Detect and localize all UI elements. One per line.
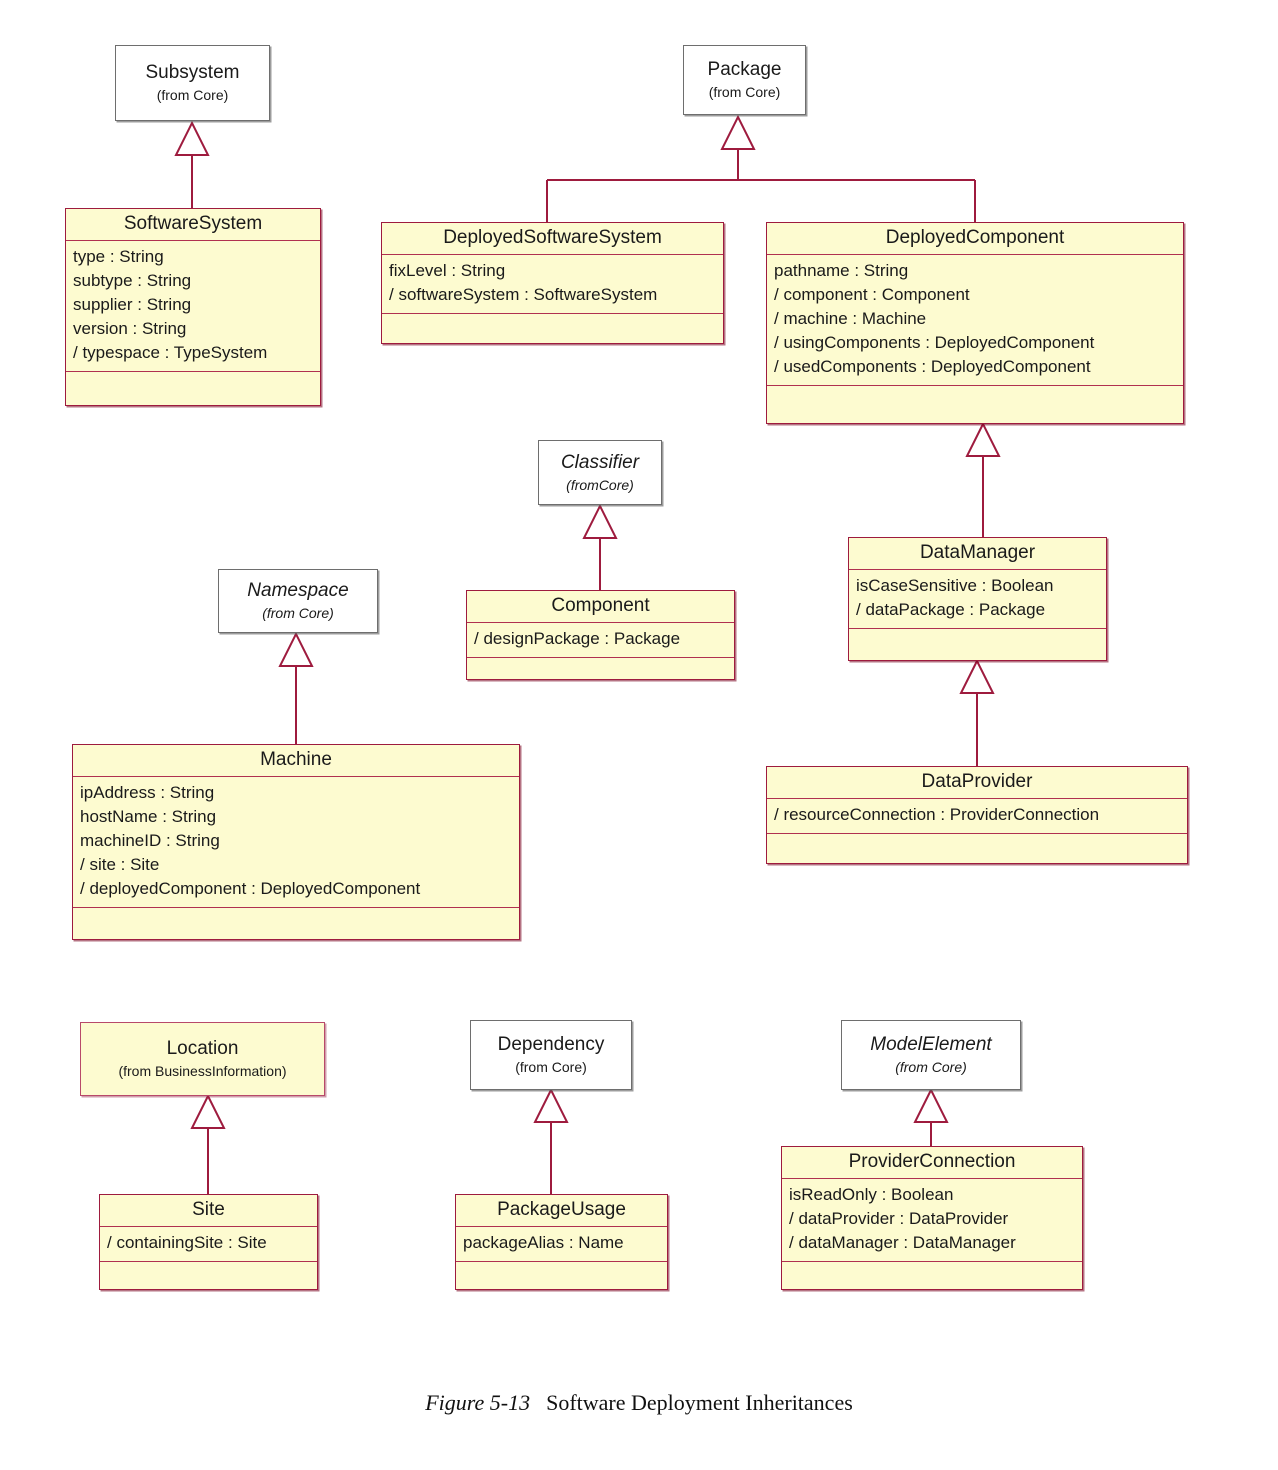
edge-providerconnection-to-modelelement <box>913 1087 949 1146</box>
class-name-deployedcomponent: DeployedComponent <box>767 223 1183 255</box>
attribute: / softwareSystem : SoftwareSystem <box>389 284 658 304</box>
class-operations-providerconnection <box>782 1262 1082 1284</box>
class-name-providerconnection: ProviderConnection <box>782 1147 1082 1179</box>
edge-component-to-classifier <box>582 503 618 590</box>
figure-title: Software Deployment Inheritances <box>546 1390 853 1415</box>
attribute: / dataProvider : DataProvider <box>789 1208 1009 1228</box>
attribute: machineID : String <box>80 831 220 851</box>
class-name-component: Component <box>467 591 734 623</box>
edge-datamanager-to-deployedcomponent <box>965 421 1001 537</box>
attribute: fixLevel : String <box>389 260 506 280</box>
attribute: packageAlias : Name <box>463 1232 624 1252</box>
attribute: / dataPackage : Package <box>856 599 1046 619</box>
class-attributes-dataprovider: / resourceConnection : ProviderConnectio… <box>767 799 1187 834</box>
attribute: isReadOnly : Boolean <box>789 1184 954 1204</box>
class-operations-deployedsoftwaresystem <box>382 314 723 336</box>
class-name-datamanager: DataManager <box>849 538 1106 570</box>
class-box-deployedcomponent[interactable]: DeployedComponent pathname : String / co… <box>766 222 1184 424</box>
attribute: hostName : String <box>80 806 217 826</box>
attribute: / resourceConnection : ProviderConnectio… <box>774 804 1100 824</box>
attribute: / machine : Machine <box>774 309 927 329</box>
class-attributes-component: / designPackage : Package <box>467 623 734 658</box>
attribute: / designPackage : Package <box>474 628 681 648</box>
class-name-packageusage: PackageUsage <box>456 1195 667 1227</box>
class-attributes-providerconnection: isReadOnly : Boolean / dataProvider : Da… <box>782 1179 1082 1263</box>
class-box-machine[interactable]: Machine ipAddress : String hostName : St… <box>72 744 520 940</box>
class-name-softwaresystem: SoftwareSystem <box>66 209 320 241</box>
class-box-subsystem[interactable]: Subsystem (from Core) <box>115 45 270 121</box>
class-name-site: Site <box>100 1195 317 1227</box>
class-stereotype-location: (from BusinessInformation) <box>118 1063 287 1079</box>
class-operations-dataprovider <box>767 834 1187 856</box>
class-operations-deployedcomponent <box>767 386 1183 408</box>
class-name-dataprovider: DataProvider <box>767 767 1187 799</box>
class-name-subsystem: Subsystem <box>145 62 240 84</box>
class-stereotype-classifier: (fromCore) <box>566 476 634 493</box>
class-operations-packageusage <box>456 1262 667 1284</box>
class-stereotype-dependency: (from Core) <box>515 1059 587 1075</box>
class-stereotype-subsystem: (from Core) <box>156 87 229 103</box>
class-box-modelelement[interactable]: ModelElement (from Core) <box>841 1020 1021 1090</box>
attribute: / component : Component <box>774 284 970 304</box>
class-name-package: Package <box>707 59 782 81</box>
attribute: pathname : String <box>774 260 909 280</box>
class-box-dataprovider[interactable]: DataProvider / resourceConnection : Prov… <box>766 766 1188 864</box>
class-name-dependency: Dependency <box>497 1034 605 1056</box>
class-box-datamanager[interactable]: DataManager isCaseSensitive : Boolean / … <box>848 537 1107 661</box>
attribute: / usedComponents : DeployedComponent <box>774 357 1091 377</box>
edge-softwaresystem-to-subsystem <box>174 120 210 208</box>
class-attributes-site: / containingSite : Site <box>100 1227 317 1262</box>
class-box-providerconnection[interactable]: ProviderConnection isReadOnly : Boolean … <box>781 1146 1083 1290</box>
class-stereotype-namespace: (from Core) <box>262 605 334 621</box>
class-stereotype-package: (from Core) <box>708 84 781 100</box>
class-box-dependency[interactable]: Dependency (from Core) <box>470 1020 632 1090</box>
attribute: / dataManager : DataManager <box>789 1233 1016 1253</box>
class-attributes-packageusage: packageAlias : Name <box>456 1227 667 1262</box>
attribute: / usingComponents : DeployedComponent <box>774 333 1095 353</box>
class-operations-site <box>100 1262 317 1284</box>
class-box-softwaresystem[interactable]: SoftwareSystem type : String subtype : S… <box>65 208 321 406</box>
class-stereotype-modelelement: (from Core) <box>895 1059 967 1075</box>
class-operations-softwaresystem <box>66 372 320 394</box>
class-name-location: Location <box>166 1038 239 1060</box>
class-name-machine: Machine <box>73 745 519 777</box>
class-box-site[interactable]: Site / containingSite : Site <box>99 1194 318 1290</box>
attribute: type : String <box>73 246 164 266</box>
class-name-namespace: Namespace <box>247 580 349 602</box>
class-box-component[interactable]: Component / designPackage : Package <box>466 590 735 680</box>
attribute: isCaseSensitive : Boolean <box>856 575 1054 595</box>
class-name-modelelement: ModelElement <box>870 1034 992 1056</box>
class-attributes-softwaresystem: type : String subtype : String supplier … <box>66 241 320 373</box>
edge-package-subtree <box>546 114 976 222</box>
edge-dataprovider-to-datamanager <box>959 658 995 766</box>
class-name-deployedsoftwaresystem: DeployedSoftwareSystem <box>382 223 723 255</box>
class-attributes-datamanager: isCaseSensitive : Boolean / dataPackage … <box>849 570 1106 630</box>
figure-caption: Figure 5-13 Software Deployment Inheritan… <box>0 1390 1278 1416</box>
attribute: / site : Site <box>80 855 160 875</box>
class-attributes-machine: ipAddress : String hostName : String mac… <box>73 777 519 909</box>
class-operations-machine <box>73 908 519 930</box>
class-box-deployedsoftwaresystem[interactable]: DeployedSoftwareSystem fixLevel : String… <box>381 222 724 344</box>
class-box-package[interactable]: Package (from Core) <box>683 45 806 115</box>
figure-number: Figure 5-13 <box>425 1390 531 1415</box>
class-operations-component <box>467 658 734 680</box>
edge-site-to-location <box>190 1093 226 1194</box>
class-box-classifier[interactable]: Classifier (fromCore) <box>538 440 662 505</box>
class-attributes-deployedsoftwaresystem: fixLevel : String / softwareSystem : Sof… <box>382 255 723 315</box>
class-operations-datamanager <box>849 629 1106 651</box>
attribute: / deployedComponent : DeployedComponent <box>80 879 421 899</box>
class-name-classifier: Classifier <box>560 451 640 473</box>
attribute: supplier : String <box>73 295 192 315</box>
edge-packageusage-to-dependency <box>533 1087 569 1194</box>
class-box-location[interactable]: Location (from BusinessInformation) <box>80 1022 325 1096</box>
attribute: / containingSite : Site <box>107 1232 267 1252</box>
class-attributes-deployedcomponent: pathname : String / component : Componen… <box>767 255 1183 387</box>
attribute: version : String <box>73 319 187 339</box>
class-box-packageusage[interactable]: PackageUsage packageAlias : Name <box>455 1194 668 1290</box>
attribute: subtype : String <box>73 270 192 290</box>
attribute: ipAddress : String <box>80 782 215 802</box>
edge-machine-to-namespace <box>278 631 314 744</box>
class-box-namespace[interactable]: Namespace (from Core) <box>218 569 378 633</box>
attribute: / typespace : TypeSystem <box>73 343 268 363</box>
